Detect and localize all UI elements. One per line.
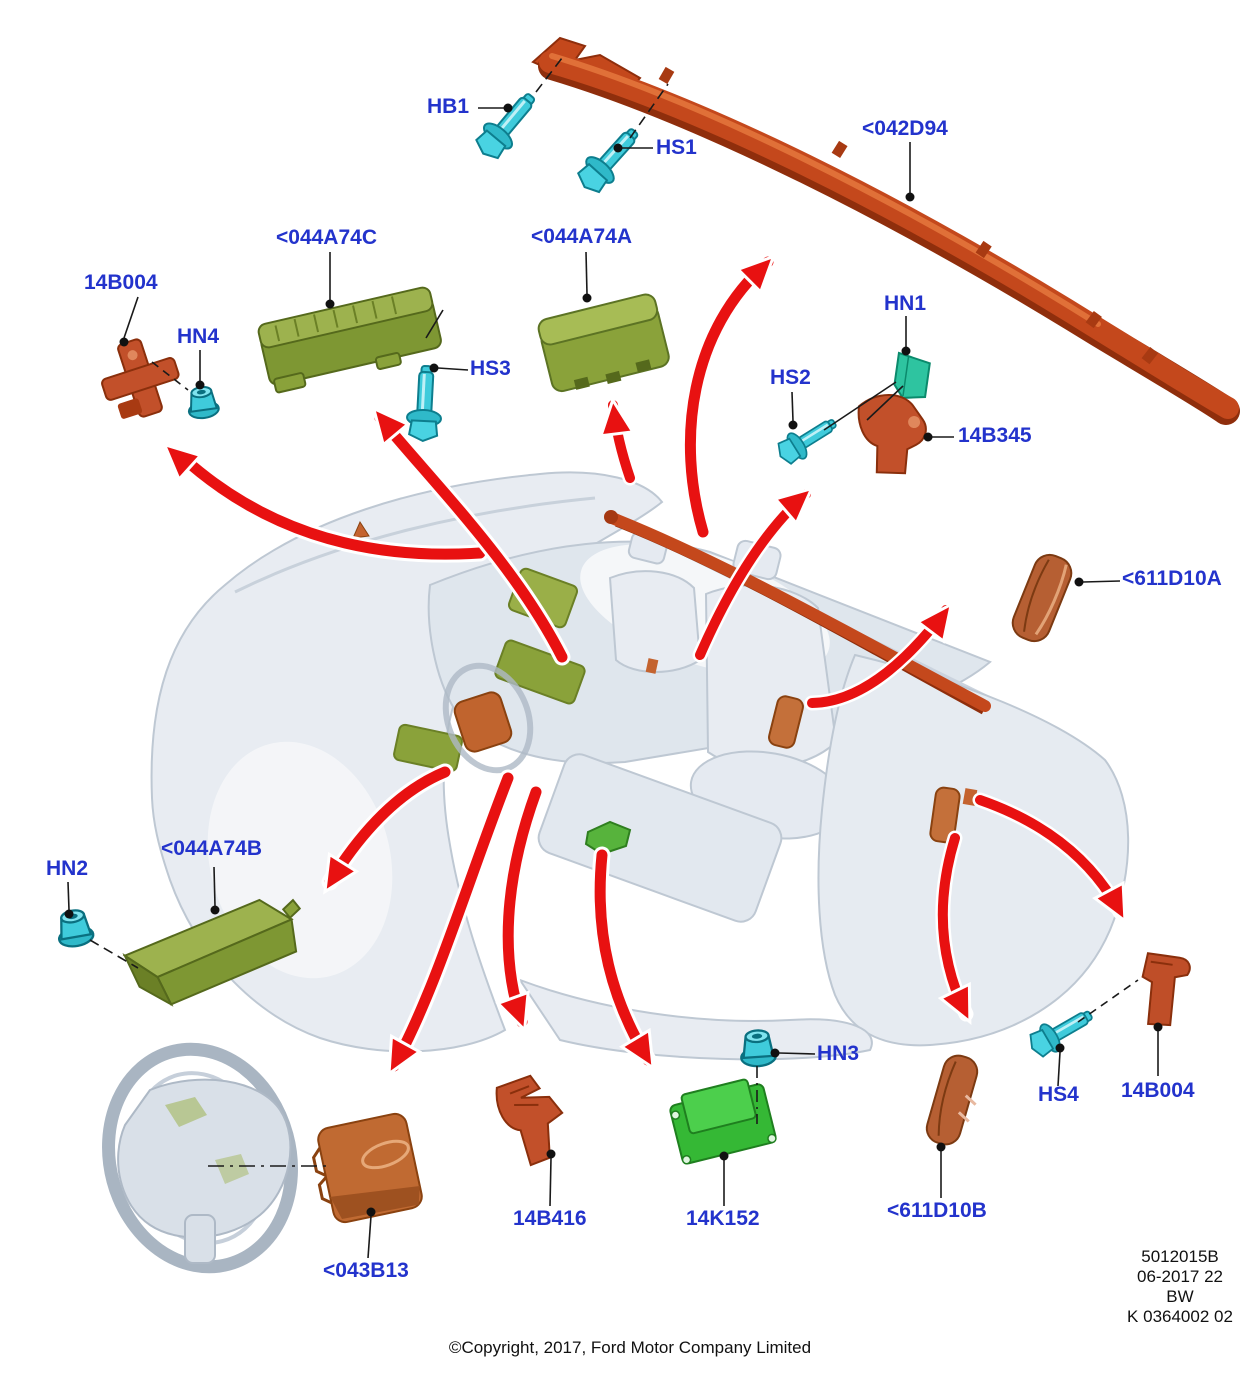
callout-hn1[interactable]: HN1 (884, 292, 927, 315)
callout-hn2[interactable]: HN2 (46, 857, 89, 880)
callout-043b13[interactable]: <043B13 (323, 1259, 409, 1282)
leader-dots (64, 103, 1163, 1217)
installed-seat-side-airbag (768, 695, 804, 749)
installed-curtain-airbag (606, 512, 991, 712)
curtain-airbag-part (531, 36, 1240, 425)
callout-611d10a[interactable]: <611D10A (1122, 567, 1222, 590)
plate-line: K 0364002 02 (1127, 1307, 1233, 1326)
callout-14b345[interactable]: 14B345 (958, 424, 1032, 447)
installed-knee-airbag (393, 723, 463, 773)
callout-14b416[interactable]: 14B416 (513, 1207, 587, 1230)
exploded-parts (53, 36, 1240, 1274)
red-arrow (595, 396, 638, 486)
callout-042d94[interactable]: <042D94 (862, 117, 948, 140)
bolt-hb1 (468, 83, 546, 167)
installed-components (352, 510, 991, 856)
part-14b345 (857, 394, 927, 475)
callout-hs1[interactable]: HS1 (656, 136, 697, 159)
red-arrow (496, 783, 545, 1037)
callout-044a74a[interactable]: <044A74A (531, 225, 632, 248)
module-14k152 (669, 1078, 777, 1165)
bracket-14b004-right (1141, 952, 1191, 1027)
callout-hn4[interactable]: HN4 (177, 325, 220, 348)
drawing-number-plate: 5012015B 06-2017 22 BW K 0364002 02 (1105, 1247, 1255, 1327)
nut-hn4 (184, 384, 221, 421)
red-arrow (152, 431, 489, 563)
red-arrow (692, 475, 824, 663)
red-arrow (935, 830, 986, 1031)
red-arrows (152, 243, 1141, 1084)
red-arrow (373, 769, 517, 1084)
plate-line: BW (1166, 1287, 1194, 1306)
bolster-611d10b (925, 1054, 979, 1146)
red-arrow (972, 792, 1141, 930)
callout-611d10b[interactable]: <611D10B (887, 1199, 987, 1222)
copyright-notice: ©Copyright, 2017, Ford Motor Company Lim… (448, 1338, 812, 1357)
installed-restraints-module (584, 820, 632, 856)
clip-hn1 (893, 351, 931, 399)
knee-airbag-module-044a74c (257, 286, 442, 394)
plate-line: 5012015B (1141, 1247, 1219, 1266)
bracket-14b004-left (101, 338, 180, 419)
callout-14k152[interactable]: 14K152 (686, 1207, 760, 1230)
callout-hs3[interactable]: HS3 (470, 357, 511, 380)
bolster-611d10a (1011, 553, 1073, 643)
red-arrow (591, 846, 669, 1078)
bolt-hs1 (570, 118, 649, 200)
bracket-14b416 (495, 1074, 564, 1167)
ghost-car-illustration (150, 471, 1130, 1061)
plate-line: 06-2017 22 (1136, 1267, 1224, 1286)
red-arrow (359, 396, 571, 666)
callout-hb1[interactable]: HB1 (427, 95, 470, 118)
passenger-airbag-module-044a74a (537, 293, 670, 393)
callout-hn3[interactable]: HN3 (817, 1042, 860, 1065)
red-arrow (681, 243, 787, 541)
callout-14b004-left[interactable]: 14B004 (84, 271, 158, 294)
callout-14b004-right[interactable]: 14B004 (1121, 1079, 1195, 1102)
leader-lines (67, 57, 1159, 1259)
bolt-hs3 (404, 363, 446, 444)
red-arrow (804, 593, 966, 711)
steering-wheel (102, 1042, 298, 1274)
installed-driver-airbag (453, 691, 513, 753)
nut-hn2 (53, 906, 96, 951)
bolt-hs2 (771, 409, 844, 470)
callout-hs2[interactable]: HS2 (770, 366, 811, 389)
callout-044a74c[interactable]: <044A74C (276, 226, 377, 249)
callout-044a74b[interactable]: <044A74B (161, 837, 262, 860)
driver-airbag-043b13 (311, 1112, 423, 1224)
red-arrow (309, 763, 454, 902)
callout-hs4[interactable]: HS4 (1038, 1083, 1079, 1106)
